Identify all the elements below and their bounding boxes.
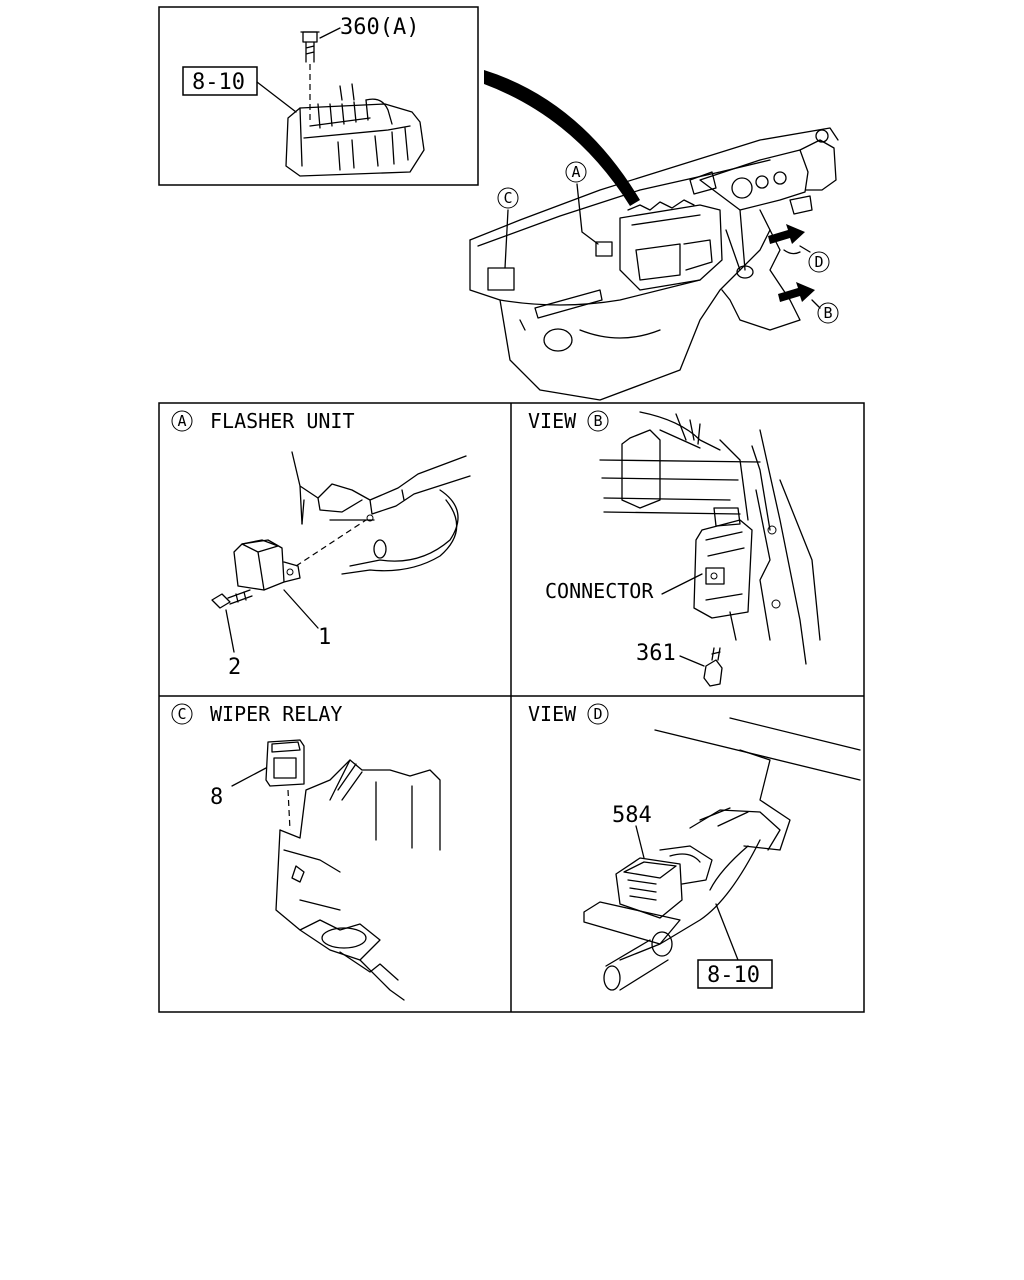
marker-a-overview: A (565, 161, 587, 183)
inset-frame (158, 6, 479, 186)
panel-c-marker: C (171, 703, 193, 725)
wiper-bracket-drawing (275, 759, 441, 1001)
svg-text:C: C (503, 189, 512, 207)
fuse-block-drawing (285, 83, 425, 177)
flasher-unit-drawing (233, 539, 301, 591)
svg-text:B: B (593, 412, 602, 430)
marker-c-overview: C (497, 187, 519, 209)
bolt-361-drawing (703, 647, 723, 687)
view-d-bracket-drawing (583, 717, 861, 991)
arrow-to-b (778, 282, 815, 302)
marker-b-overview: B (817, 302, 839, 324)
panel-b-title: VIEW (528, 409, 577, 433)
ref-label-8-10-view-d: 8-10 (707, 963, 760, 988)
bolt-360-drawing (300, 27, 341, 122)
panel-view-b: VIEW B CONNECT (528, 409, 821, 687)
view-b-harness-drawing (599, 411, 821, 665)
connector-label: CONNECTOR (545, 579, 654, 603)
bolt-360-label: 360(A) (340, 15, 419, 40)
inset-detail: 360(A) 8-10 (158, 6, 479, 186)
svg-text:A: A (571, 163, 580, 181)
panel-d-title: VIEW (528, 702, 577, 726)
panel-c-title: WIPER RELAY (210, 702, 342, 726)
panel-b-marker: B (587, 410, 609, 432)
panel-flasher-unit: A FLASHER UNIT 1 2 (171, 409, 471, 680)
ref-box-8-10-view-d (697, 959, 773, 989)
callout-8: 8 (210, 785, 223, 810)
panel-d-marker: D (587, 703, 609, 725)
relay-584-drawing (615, 845, 713, 919)
arrow-to-d (768, 224, 805, 244)
panel-a-title: FLASHER UNIT (210, 409, 355, 433)
callout-584: 584 (612, 803, 652, 828)
bolt-2-drawing (211, 589, 253, 609)
svg-text:D: D (593, 705, 602, 723)
wiper-relay-drawing (265, 739, 305, 787)
ref-label-8-10: 8-10 (192, 70, 245, 95)
flasher-bracket-drawing (291, 451, 471, 575)
panel-a-marker: A (171, 410, 193, 432)
panel-view-d: VIEW D 584 8-10 (528, 702, 861, 991)
ref-box-8-10 (182, 66, 258, 96)
svg-text:A: A (177, 412, 186, 430)
svg-text:C: C (177, 705, 186, 723)
dashboard-overview-drawing (469, 127, 839, 401)
svg-text:B: B (823, 304, 832, 322)
marker-d-overview: D (808, 251, 830, 273)
callout-1: 1 (318, 625, 331, 650)
callout-361: 361 (636, 641, 676, 666)
callout-2: 2 (228, 655, 241, 680)
connector-drawing (693, 507, 753, 641)
panel-wiper-relay: C WIPER RELAY 8 (171, 702, 441, 1001)
svg-text:D: D (814, 253, 823, 271)
inset-leader-sweep (484, 70, 640, 206)
